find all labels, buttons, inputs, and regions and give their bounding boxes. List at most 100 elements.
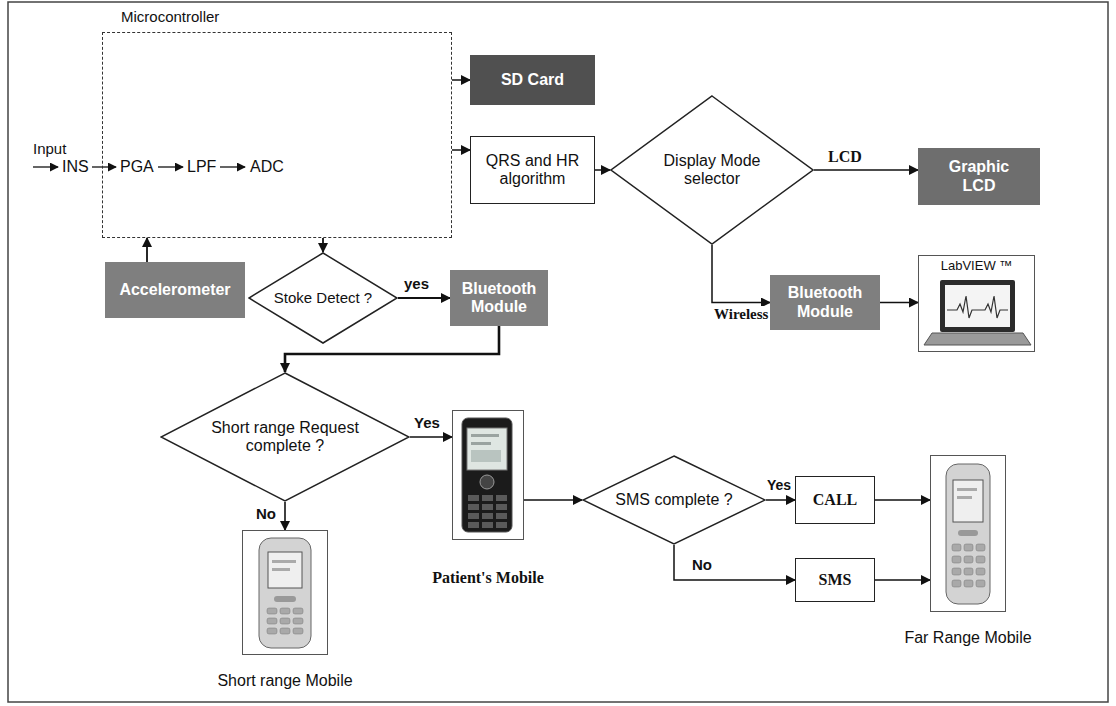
connector: [674, 545, 795, 580]
edge-label: LCD: [828, 148, 862, 166]
phone-key: [976, 556, 985, 563]
short-range-phone-icon: [259, 538, 311, 648]
edge-label: Wireless: [714, 306, 768, 323]
edge-label: Yes: [414, 415, 440, 432]
laptop-screen-frame: [940, 280, 1015, 332]
edge-label: Yes: [767, 478, 791, 493]
node-label: Display Mode selector: [653, 152, 771, 189]
microcontroller-box: Microcontroller: [102, 32, 452, 238]
patient-phone-icon: [462, 418, 512, 532]
diamond-shape: [249, 253, 397, 343]
phone-key: [293, 618, 303, 624]
decision-diamond: Display Mode selector: [610, 95, 814, 245]
connector: [452, 149, 470, 151]
node-label: Stoke Detect ?: [274, 289, 372, 306]
node-label: Bluetooth Module: [778, 284, 873, 321]
phone-key: [496, 495, 507, 501]
phone-body: [462, 418, 512, 532]
process-box: QRS and HR algorithm: [470, 136, 595, 204]
connector: [284, 502, 286, 530]
node-label: Graphic LCD: [937, 158, 1022, 195]
phone-caption: Patient's Mobile: [432, 569, 544, 587]
signal-arrow: [220, 166, 245, 167]
action-box: CALL: [795, 476, 875, 524]
phone-key: [267, 628, 277, 634]
node-label: Accelerometer: [119, 281, 230, 299]
far-range-phone-icon: [946, 464, 990, 604]
edge-label: No: [256, 506, 276, 523]
phone-key: [964, 556, 973, 563]
phone-key: [976, 568, 985, 575]
node-label: SMS: [819, 571, 852, 589]
bluetooth-box: Bluetooth Module: [770, 275, 880, 330]
node-label: CALL: [813, 491, 857, 509]
connector: [875, 579, 930, 581]
phone-key: [468, 522, 479, 528]
connector: [452, 79, 470, 81]
phone-screen: [268, 552, 302, 588]
node-label: Bluetooth Module: [454, 280, 544, 317]
phone-box: Far Range Mobile: [930, 455, 1006, 612]
phone-key: [293, 628, 303, 634]
phone-nav-key: [274, 596, 296, 602]
phone-key: [280, 628, 290, 634]
screen-line: [272, 568, 290, 571]
screen-line: [471, 450, 501, 462]
node-label: QRS and HR algorithm: [477, 152, 589, 189]
phone-key: [952, 556, 961, 563]
bluetooth-box: Bluetooth Module: [450, 270, 548, 326]
screen-line: [272, 560, 296, 563]
edge-label: No: [692, 557, 712, 574]
signal-arrow: [158, 166, 183, 167]
connector: [146, 238, 148, 262]
phone-body: [946, 464, 990, 604]
group-heading: Microcontroller: [121, 8, 219, 25]
laptop-box: LabVIEW ™: [918, 255, 1035, 352]
signal-arrow: [33, 166, 58, 167]
phone-key: [952, 568, 961, 575]
phone-key: [267, 608, 277, 614]
phone-key: [496, 522, 507, 528]
phone-key: [952, 544, 961, 551]
phone-box: Patient's Mobile: [452, 410, 524, 540]
phone-nav-key: [480, 475, 494, 489]
node-label: SD Card: [501, 71, 564, 89]
phone-key: [482, 513, 493, 519]
sensor-box: Accelerometer: [105, 262, 245, 318]
phone-box: Short range Mobile: [242, 530, 328, 655]
connector: [766, 499, 795, 501]
connector: [814, 169, 918, 171]
ecg-trace: [947, 296, 1008, 318]
phone-key: [952, 580, 961, 587]
phone-key: [468, 504, 479, 510]
diamond-shape: [161, 373, 409, 501]
phone-caption: Short range Mobile: [217, 672, 352, 690]
phone-nav-key: [958, 530, 978, 536]
phone-key: [267, 618, 277, 624]
node-label: Short range Request complete ?: [210, 419, 360, 456]
storage-box: SD Card: [470, 55, 595, 105]
phone-key: [964, 544, 973, 551]
node-label: LabVIEW ™: [941, 259, 1013, 274]
phone-caption: Far Range Mobile: [904, 629, 1031, 647]
signal-label: Input: [33, 140, 66, 157]
connector: [880, 302, 918, 304]
display-box: Graphic LCD: [918, 148, 1040, 205]
phone-key: [482, 522, 493, 528]
signal-arrow: [92, 166, 116, 167]
connector: [875, 499, 930, 501]
screen-line: [471, 434, 499, 437]
signal-label: ADC: [250, 158, 284, 176]
phone-screen: [467, 428, 507, 470]
action-box: SMS: [795, 558, 875, 602]
phone-key: [482, 504, 493, 510]
phone-key: [293, 608, 303, 614]
phone-key: [280, 608, 290, 614]
phone-keypad: [952, 544, 985, 587]
connector: [712, 245, 770, 303]
phone-key: [964, 580, 973, 587]
diamond-shape: [583, 456, 765, 544]
